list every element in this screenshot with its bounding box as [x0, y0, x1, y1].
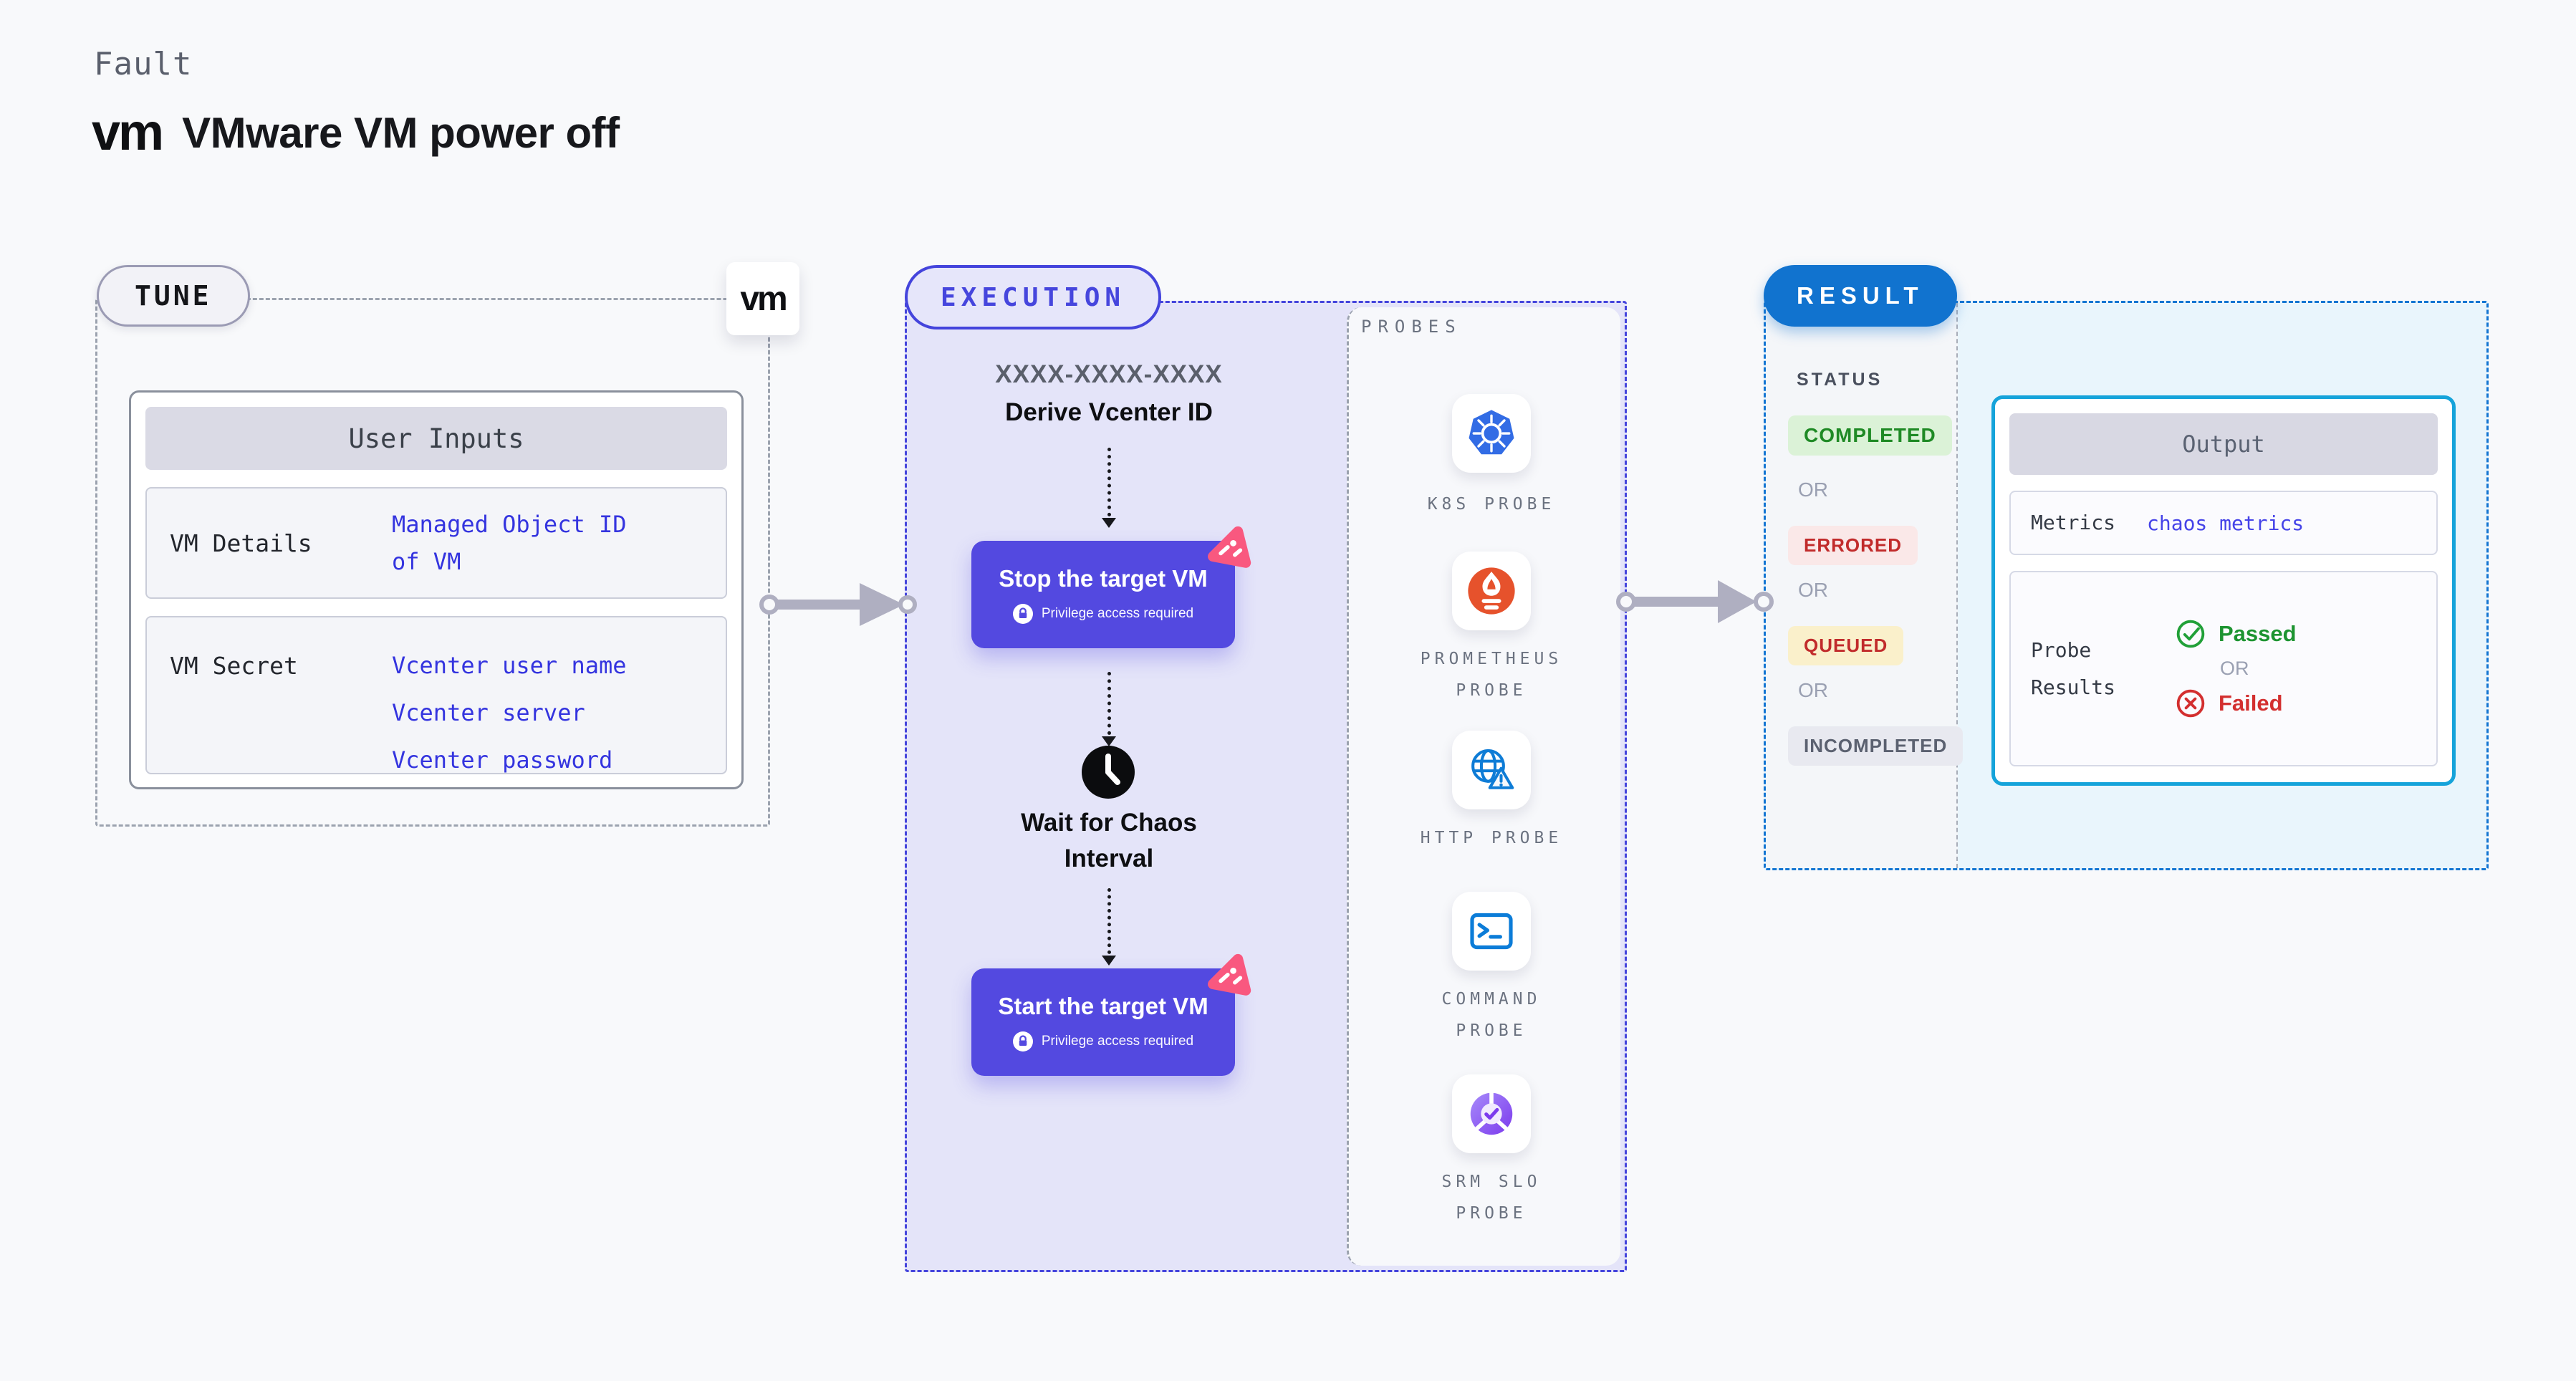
- srm-slo-icon: [1470, 1092, 1513, 1135]
- vmware-logo-icon: vm: [740, 279, 787, 318]
- passed-text: Passed: [2219, 621, 2297, 646]
- experiment-id-placeholder: XXXX-XXXX-XXXX: [995, 360, 1223, 388]
- flow-connector: [1107, 888, 1111, 954]
- http-probe-label: HTTP PROBE: [1370, 822, 1613, 854]
- command-terminal-icon: [1470, 913, 1513, 950]
- vm-secret-values: Vcenter user name Vcenter server Vcenter…: [392, 617, 627, 774]
- status-or-text: OR: [1798, 579, 1828, 601]
- flow-arrowhead-icon: [1102, 956, 1116, 966]
- flow-arrowhead-icon: [1102, 518, 1116, 528]
- wait-for-chaos-label: Wait for Chaos Interval: [905, 805, 1313, 877]
- flow-arrowhead-icon: [1102, 736, 1116, 746]
- passed-check-icon: [2176, 620, 2205, 648]
- lock-icon: [1012, 1031, 1033, 1052]
- chaos-mark-icon: [1208, 953, 1251, 996]
- prometheus-probe-card[interactable]: [1452, 552, 1531, 630]
- metrics-value: chaos metrics: [2147, 511, 2305, 535]
- vm-details-value-line: of VM: [392, 548, 461, 575]
- vm-details-values: Managed Object ID of VM: [392, 506, 627, 580]
- status-column: [1766, 303, 1958, 868]
- k8s-probe-label: K8S PROBE: [1370, 489, 1613, 520]
- page-title: VMware VM power off: [182, 108, 620, 157]
- status-title: STATUS: [1797, 370, 1883, 390]
- probe-label-line: K8S PROBE: [1427, 495, 1556, 514]
- stop-target-vm-step[interactable]: Stop the target VM Privilege access requ…: [971, 526, 1251, 648]
- probe-results-row: Probe Results Passed OR Failed: [2009, 571, 2438, 766]
- probe-results-label: Probe Results: [2011, 632, 2147, 706]
- failed-x-icon: [2176, 689, 2205, 718]
- command-probe-card[interactable]: [1452, 892, 1531, 971]
- vm-details-label: VM Details: [170, 529, 312, 557]
- prometheus-icon: [1468, 567, 1515, 615]
- output-or-text: OR: [2220, 658, 2249, 679]
- http-probe-card[interactable]: [1452, 731, 1531, 809]
- page-header: vm VMware VM power off: [92, 103, 620, 162]
- failed-line: Failed: [2176, 688, 2297, 718]
- probe-label-line: PROBE: [1456, 1204, 1527, 1223]
- execution-badge[interactable]: EXECUTION: [905, 265, 1162, 329]
- failed-text: Failed: [2219, 690, 2283, 716]
- prometheus-probe-label: PROMETHEUS PROBE: [1370, 643, 1613, 706]
- passed-line: Passed: [2176, 619, 2297, 649]
- vm-secret-label: VM Secret: [170, 652, 298, 680]
- wait-label-line1: Wait for Chaos: [1021, 809, 1197, 837]
- status-or-text: OR: [1798, 478, 1828, 501]
- status-badge-incompleted: INCOMPLETED: [1788, 726, 1964, 766]
- tune-panel: [95, 298, 770, 827]
- metrics-row: Metrics chaos metrics: [2009, 491, 2438, 555]
- command-probe-label: COMMAND PROBE: [1370, 983, 1613, 1046]
- vm-details-value-line: Managed Object ID: [392, 511, 627, 538]
- vm-secret-row: VM Secret Vcenter user name Vcenter serv…: [145, 616, 727, 774]
- start-target-vm-label: Start the target VM: [998, 993, 1208, 1019]
- vmware-card: vm: [726, 262, 799, 335]
- status-badge-completed: COMPLETED: [1788, 415, 1952, 456]
- probe-label-line: PROMETHEUS: [1420, 650, 1563, 668]
- user-inputs-card: User Inputs VM Details Managed Object ID…: [129, 390, 744, 789]
- probe-label-line: PROBE: [1456, 1021, 1527, 1040]
- probe-results-label-line: Probe: [2031, 637, 2092, 662]
- privilege-note: Privilege access required: [1012, 604, 1194, 624]
- tune-to-execution-arrow: [759, 583, 917, 626]
- vm-details-row: VM Details Managed Object ID of VM: [145, 487, 727, 599]
- wait-clock-icon: [1081, 745, 1135, 803]
- status-or-text: OR: [1798, 679, 1828, 701]
- privilege-note-text: Privilege access required: [1041, 606, 1194, 621]
- probe-label-line: PROBE: [1456, 681, 1527, 700]
- status-badge-queued: QUEUED: [1788, 626, 1904, 665]
- execution-to-result-arrow: [1616, 580, 1774, 623]
- tune-badge[interactable]: TUNE: [97, 265, 250, 327]
- stop-target-vm-label: Stop the target VM: [999, 565, 1208, 592]
- probe-label-line: SRM SLO: [1441, 1173, 1542, 1191]
- k8s-probe-card[interactable]: [1452, 394, 1531, 473]
- lock-icon: [1012, 604, 1033, 624]
- vm-secret-value-line: Vcenter server: [392, 699, 585, 726]
- flow-connector: [1107, 672, 1111, 735]
- status-badge-errored: ERRORED: [1788, 526, 1918, 565]
- k8s-icon: [1469, 410, 1514, 455]
- privilege-note: Privilege access required: [1012, 1031, 1194, 1052]
- probe-results-label-line: Results: [2031, 675, 2116, 699]
- probe-label-line: HTTP PROBE: [1420, 829, 1563, 847]
- probe-results-values: Passed OR Failed: [2176, 619, 2297, 718]
- flow-connector: [1107, 448, 1111, 516]
- srm-slo-probe-label: SRM SLO PROBE: [1370, 1166, 1613, 1229]
- srm-slo-probe-card[interactable]: [1452, 1074, 1531, 1153]
- vm-secret-value-line: Vcenter user name: [392, 652, 627, 679]
- output-card: Output Metrics chaos metrics Probe Resul…: [1991, 395, 2456, 786]
- http-globe-icon: [1471, 749, 1514, 789]
- start-target-vm-step[interactable]: Start the target VM Privilege access req…: [971, 953, 1251, 1076]
- chaos-mark-icon: [1208, 526, 1251, 568]
- output-title: Output: [2009, 413, 2438, 475]
- user-inputs-title: User Inputs: [145, 407, 727, 470]
- metrics-label: Metrics: [2031, 511, 2116, 534]
- result-badge[interactable]: RESULT: [1764, 265, 1957, 327]
- vmware-logo-icon: vm: [92, 104, 164, 161]
- probes-title: PROBES: [1361, 317, 1462, 337]
- wait-label-line2: Interval: [1064, 845, 1154, 872]
- vm-secret-value-line: Vcenter password: [392, 746, 613, 774]
- probe-label-line: COMMAND: [1441, 990, 1542, 1009]
- derive-vcenter-id-label: Derive Vcenter ID: [1005, 398, 1213, 426]
- privilege-note-text: Privilege access required: [1041, 1034, 1194, 1049]
- fault-kicker: Fault: [94, 46, 193, 82]
